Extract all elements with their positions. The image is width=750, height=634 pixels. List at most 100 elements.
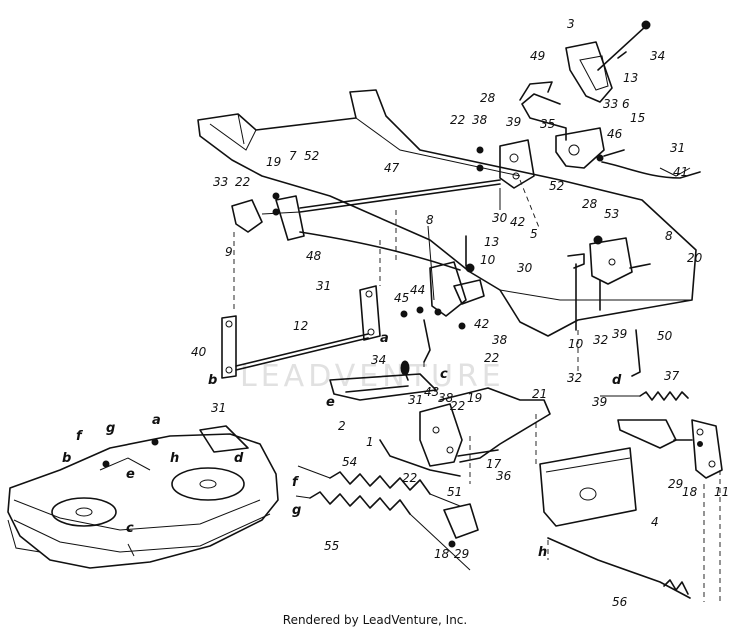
- callout-39-lower: 39: [592, 395, 607, 409]
- callout-40: 40: [191, 345, 207, 359]
- callout-56: 56: [612, 595, 628, 609]
- letter-f-mid: f: [292, 475, 300, 490]
- callout-33: 33: [603, 97, 618, 111]
- callout-42-center: 42: [474, 317, 489, 331]
- letter-a-deck: a: [152, 413, 161, 428]
- callout-39-right: 39: [612, 327, 627, 341]
- callout-49: 49: [530, 49, 545, 63]
- letter-b-left: b: [208, 373, 217, 388]
- letter-e-mid: e: [326, 395, 335, 410]
- callout-8-right: 8: [665, 229, 673, 243]
- callout-22-left: 22: [235, 175, 250, 189]
- link-plates-left: [221, 285, 381, 379]
- callout-19: 19: [266, 155, 281, 169]
- callout-33-left: 33: [213, 175, 228, 189]
- callout-34-lower: 34: [371, 353, 386, 367]
- callout-18-right: 18: [682, 485, 698, 499]
- callout-32: 32: [593, 333, 608, 347]
- callout-50: 50: [657, 329, 673, 343]
- bracket-center: [427, 225, 485, 330]
- callout-labels: 3 34 13 49 33 6 35 46 15 31 41 28 22 38 …: [191, 17, 729, 609]
- callout-39: 39: [506, 115, 521, 129]
- watermark: LEADVENTURE: [240, 359, 505, 394]
- link-rod-50: [631, 329, 641, 377]
- letter-c-mid: c: [440, 367, 448, 382]
- callout-10-right: 10: [568, 337, 584, 351]
- callout-22-lower: 22: [450, 399, 465, 413]
- callout-42: 42: [510, 215, 525, 229]
- spring-55: [295, 491, 471, 571]
- fasteners-center: [400, 306, 442, 363]
- callout-47: 47: [384, 161, 400, 175]
- callout-21: 21: [532, 387, 547, 401]
- callout-18-bottom: 18: [434, 547, 450, 561]
- callout-19-lower: 19: [467, 391, 482, 405]
- callout-5: 5: [530, 227, 538, 241]
- callout-31: 31: [670, 141, 685, 155]
- letter-h-deck: h: [170, 451, 179, 466]
- callout-2: 2: [338, 419, 346, 433]
- bracket-left-upper: [231, 192, 305, 241]
- connection-letters: a b c d e f g h a g f h e b c d: [62, 331, 622, 560]
- letter-d-mid: d: [612, 373, 622, 388]
- letter-h-mid: h: [538, 545, 547, 560]
- callout-7: 7: [289, 149, 297, 163]
- callout-48: 48: [306, 249, 322, 263]
- callout-10: 10: [480, 253, 496, 267]
- callout-3: 3: [567, 17, 575, 31]
- callout-29-bottom: 29: [454, 547, 469, 561]
- lift-handle-assembly: [329, 360, 551, 477]
- callout-13: 13: [623, 71, 638, 85]
- spring-37: [600, 391, 689, 401]
- callout-36: 36: [496, 469, 512, 483]
- callout-4: 4: [651, 515, 659, 529]
- deflector-shield: [539, 447, 637, 527]
- letter-f-deck: f: [76, 429, 84, 444]
- letter-g-mid: g: [292, 503, 301, 518]
- callout-6: 6: [622, 97, 630, 111]
- callout-15: 15: [630, 111, 645, 125]
- callout-28-right: 28: [582, 197, 598, 211]
- callout-45: 45: [394, 291, 409, 305]
- cable-56: [547, 537, 691, 599]
- callout-11: 11: [714, 485, 729, 499]
- callout-46: 46: [607, 127, 623, 141]
- callout-37: 37: [664, 369, 680, 383]
- callout-17: 17: [486, 457, 502, 471]
- leader-lines: [233, 179, 721, 604]
- callout-35: 35: [540, 117, 555, 131]
- bracket-upper-right: [555, 127, 701, 179]
- callout-22: 22: [450, 113, 465, 127]
- callout-13-center: 13: [484, 235, 499, 249]
- callout-28: 28: [480, 91, 496, 105]
- shift-lever-assembly: [519, 20, 651, 141]
- callout-53: 53: [604, 207, 619, 221]
- callout-38-center: 38: [492, 333, 508, 347]
- callout-41: 41: [673, 165, 688, 179]
- callout-52-left: 52: [304, 149, 319, 163]
- callout-43: 43: [424, 385, 439, 399]
- callout-52: 52: [549, 179, 564, 193]
- watermark-text: LEADVENTURE: [240, 359, 505, 394]
- callout-29-right: 29: [668, 477, 683, 491]
- callout-31-left: 31: [211, 401, 226, 415]
- callout-31-mid: 31: [316, 279, 331, 293]
- letter-e-deck: e: [126, 467, 135, 482]
- letter-g-deck: g: [106, 421, 115, 436]
- callout-22-center: 22: [484, 351, 499, 365]
- callout-34: 34: [650, 49, 665, 63]
- callout-32-lower: 32: [567, 371, 582, 385]
- letter-a-mid: a: [380, 331, 389, 346]
- callout-30: 30: [492, 211, 508, 225]
- callout-12: 12: [293, 319, 308, 333]
- rod-47: [299, 179, 501, 213]
- callout-20: 20: [687, 251, 703, 265]
- callout-38-lower: 38: [438, 391, 454, 405]
- callout-8: 8: [426, 213, 434, 227]
- callout-9: 9: [225, 245, 233, 259]
- callout-1: 1: [366, 435, 374, 449]
- mower-deck: [7, 425, 279, 569]
- bracket-right: [567, 235, 651, 331]
- bracket-lower-right: [617, 419, 723, 479]
